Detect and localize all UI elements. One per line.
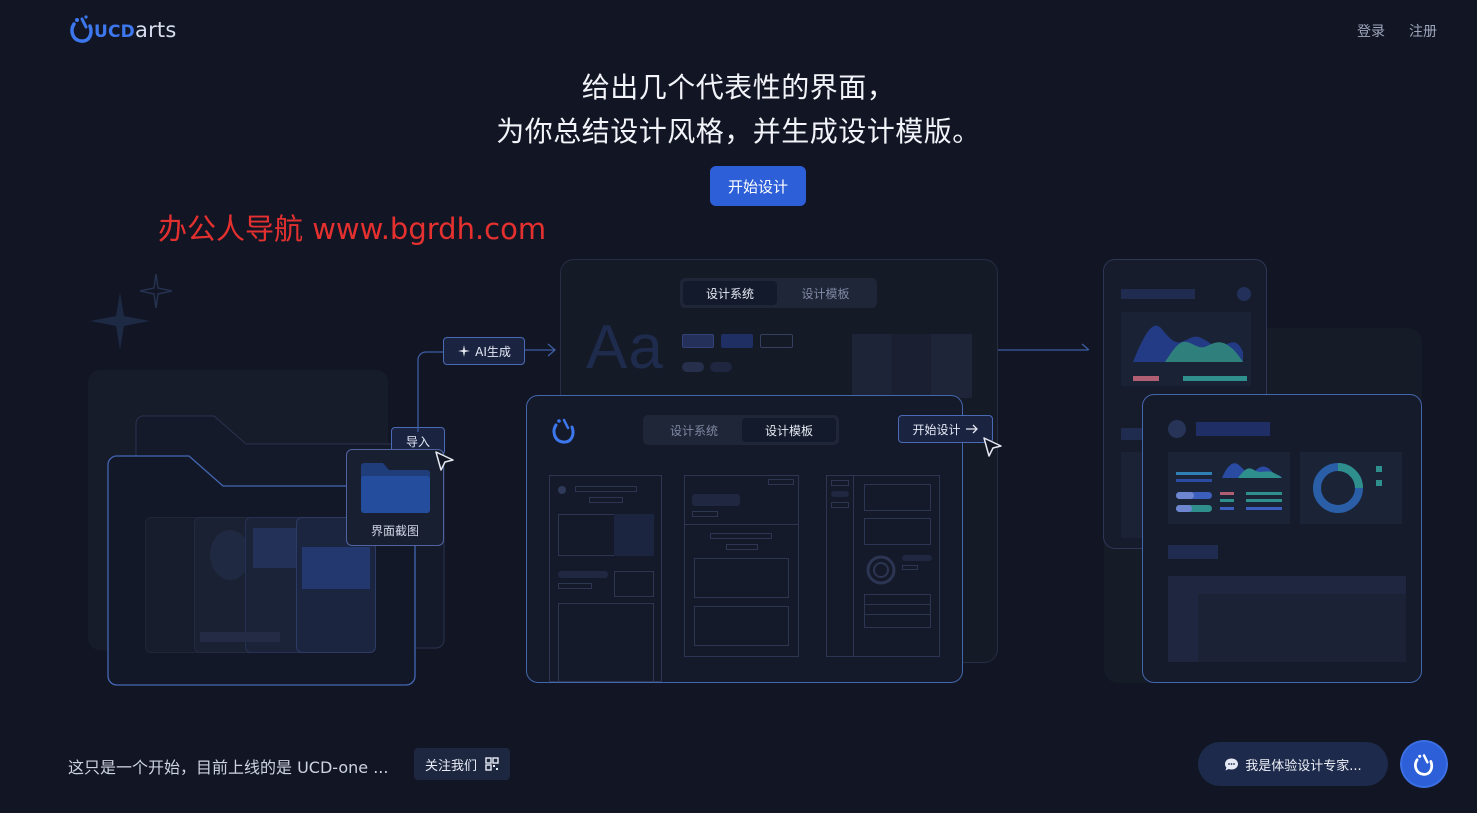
arrow-right-icon xyxy=(998,343,1090,351)
design-system-panel-back xyxy=(560,259,998,663)
logo-mark-icon xyxy=(552,418,575,444)
start-chip-label: 开始设计 xyxy=(912,422,961,437)
hero-title-line-2: 为你总结设计风格，并生成设计模版。 xyxy=(496,115,981,148)
typography-sample: Aa xyxy=(586,313,664,382)
logo-suffix: arts xyxy=(135,18,177,42)
login-link[interactable]: 登录 xyxy=(1357,24,1385,40)
dashboard-panel-back xyxy=(1103,259,1267,549)
follow-us-button[interactable]: 关注我们 xyxy=(414,748,510,780)
area-chart-icon xyxy=(1121,312,1251,386)
dashboard-backdrop xyxy=(1104,328,1422,683)
arrow-right-icon xyxy=(965,424,978,434)
register-link[interactable]: 注册 xyxy=(1409,24,1437,40)
assistant-float-button[interactable] xyxy=(1402,742,1446,786)
dashboard-widget-left xyxy=(1168,452,1290,524)
folder-outline-back xyxy=(135,415,445,649)
folder-icon xyxy=(361,463,430,513)
ai-generate-chip: AI生成 xyxy=(443,337,525,365)
logo[interactable]: UCDarts xyxy=(68,10,176,44)
donut-chart-icon xyxy=(866,555,896,585)
start-design-button[interactable]: 开始设计 xyxy=(710,166,806,206)
front-tab-design-system: 设计系统 xyxy=(669,423,718,438)
logo-mark-icon xyxy=(1414,754,1434,776)
front-tab-design-template: 设计模板 xyxy=(742,418,836,442)
import-chip: 导入 xyxy=(391,427,445,455)
screenshot-card: 界面截图 xyxy=(346,449,444,546)
chat-bubble-icon xyxy=(1225,758,1239,770)
logo-mark-icon xyxy=(70,15,93,43)
design-template-panel-front xyxy=(526,395,963,683)
footer-intro: 这只是一个开始，目前上线的是 UCD-one ... xyxy=(68,758,389,777)
cursor-icon xyxy=(435,451,454,471)
connector-line xyxy=(417,343,556,432)
back-tab-group: 设计系统 设计模板 xyxy=(680,278,877,308)
front-tab-group: 设计系统 设计模板 xyxy=(643,415,839,445)
import-label: 导入 xyxy=(405,434,430,449)
follow-us-label: 关注我们 xyxy=(424,758,477,774)
screenshot-label: 界面截图 xyxy=(370,524,419,538)
qr-code-icon xyxy=(485,757,499,771)
hero-title-line-1: 给出几个代表性的界面， xyxy=(581,71,896,104)
ai-label: AI生成 xyxy=(475,344,511,359)
folder-outline-front xyxy=(107,455,416,686)
design-expert-chat-button[interactable]: 我是体验设计专家... xyxy=(1198,742,1388,786)
donut-chart-icon xyxy=(1300,452,1402,524)
cursor-icon xyxy=(983,437,1002,457)
back-tab-design-template: 设计模板 xyxy=(801,286,850,301)
watermark-text: 办公人导航 www.bgrdh.com xyxy=(158,212,547,246)
design-expert-label: 我是体验设计专家... xyxy=(1245,758,1362,774)
back-tab-design-system: 设计系统 xyxy=(683,281,777,305)
logo-prefix: UCD xyxy=(94,22,135,42)
sparkle-icon xyxy=(458,345,471,357)
start-design-chip: 开始设计 xyxy=(898,415,993,443)
dashboard-panel-front xyxy=(1142,394,1422,683)
folder-backdrop xyxy=(88,370,388,650)
sparkle-icon xyxy=(90,273,173,350)
